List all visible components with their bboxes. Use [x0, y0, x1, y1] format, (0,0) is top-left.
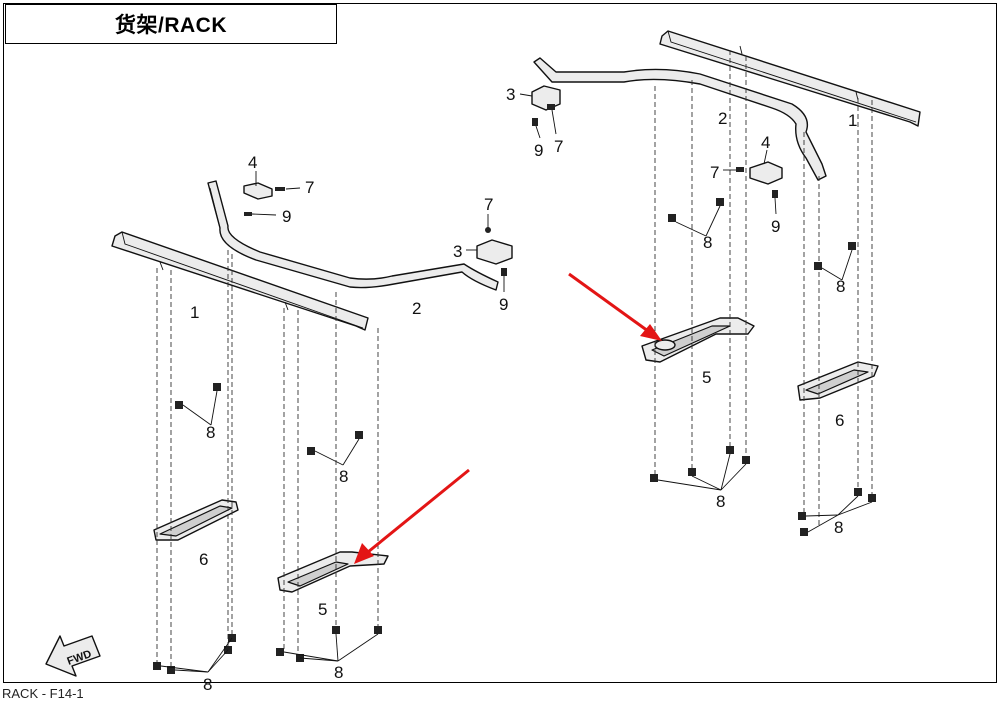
left-label-1: 1: [190, 303, 199, 322]
callout-arrow-right: [568, 272, 662, 341]
title-box: 货架/RACK: [5, 4, 337, 44]
left-assembly-lines: [156, 250, 379, 668]
left-label-3: 3: [453, 242, 462, 261]
left-label-9b: 9: [499, 295, 508, 314]
right-label-6: 6: [835, 411, 844, 430]
left-label-2: 2: [412, 299, 421, 318]
right-label-8d: 8: [834, 518, 843, 537]
right-rail-part-1: [659, 30, 921, 127]
right-label-9a: 9: [534, 141, 543, 160]
right-mount-part-6: [797, 361, 879, 401]
left-label-9a: 9: [282, 207, 291, 226]
right-label-9b: 9: [771, 217, 780, 236]
left-rail-part-1: [111, 231, 369, 331]
left-leader-lines: [160, 171, 505, 673]
callout-arrow-left: [354, 468, 470, 564]
right-label-7b: 7: [710, 163, 719, 182]
drawing-frame: [3, 3, 997, 683]
right-tube-part-2: [533, 57, 827, 181]
left-bracket-part-3: [476, 227, 513, 276]
right-label-8a: 8: [703, 233, 712, 252]
left-label-7b: 7: [484, 195, 493, 214]
right-label-8b: 8: [836, 277, 845, 296]
left-tube-part-2: [207, 180, 499, 291]
right-label-5: 5: [702, 368, 711, 387]
left-label-8b: 8: [339, 467, 348, 486]
right-bracket-part-4: [736, 161, 783, 198]
page-footer-label: RACK - F14-1: [2, 686, 84, 701]
fwd-indicator: FWD: [45, 635, 101, 677]
left-mount-part-5: [277, 551, 389, 593]
right-bolts: [650, 198, 876, 536]
left-bracket-part-4: [243, 182, 285, 216]
right-label-4: 4: [761, 133, 770, 152]
left-label-8c: 8: [203, 675, 212, 694]
right-assembly-lines: [654, 50, 873, 528]
right-leader-lines: [519, 93, 873, 533]
right-label-7a: 7: [554, 137, 563, 156]
left-label-8d: 8: [334, 663, 343, 682]
left-label-5: 5: [318, 600, 327, 619]
page-title: 货架/RACK: [115, 14, 227, 37]
right-label-1: 1: [848, 111, 857, 130]
right-label-3: 3: [506, 85, 515, 104]
right-mount-part-5: [641, 317, 755, 363]
left-label-7a: 7: [305, 178, 314, 197]
left-mount-part-6: [153, 499, 239, 541]
left-label-4: 4: [248, 153, 257, 172]
left-label-8a: 8: [206, 423, 215, 442]
right-label-8c: 8: [716, 492, 725, 511]
left-label-6: 6: [199, 550, 208, 569]
right-bracket-part-3: [531, 85, 561, 126]
right-label-2: 2: [718, 109, 727, 128]
